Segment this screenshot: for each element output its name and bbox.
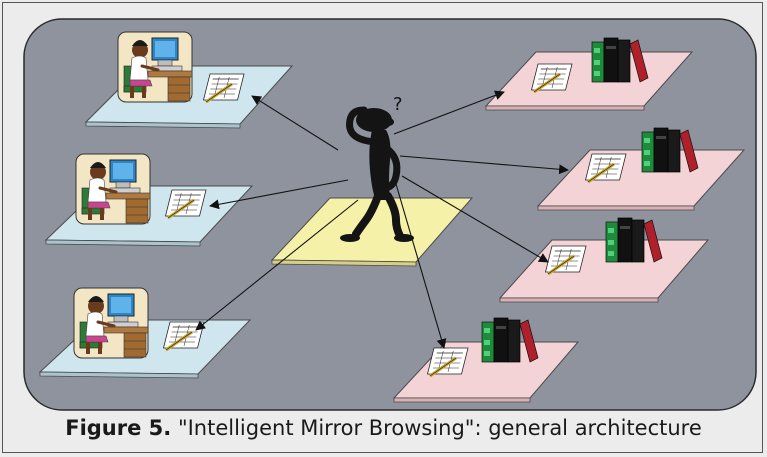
mirror-server-4: [392, 317, 580, 403]
connection-arrows: [195, 90, 569, 349]
mirror-server-2: [536, 127, 746, 211]
arrow-to-server-4: [395, 183, 447, 349]
figure-caption-label: Figure 5.: [65, 416, 172, 440]
figure-caption: Figure 5. "Intelligent Mirror Browsing":…: [0, 416, 767, 440]
arrow-to-server-2: [399, 155, 569, 175]
arrow-to-server-3: [401, 175, 549, 263]
arrow-to-client-3: [195, 199, 359, 331]
client-workstation-2: [44, 152, 254, 247]
arrow-to-client-1: [251, 95, 339, 151]
arrow-to-server-1: [393, 90, 505, 135]
client-workstation-3: [38, 286, 252, 379]
thinking-figure: [340, 106, 414, 242]
question-mark: ?: [393, 94, 403, 115]
mirror-server-3: [498, 217, 710, 303]
central-platform: [270, 197, 474, 267]
client-workstation-1: [84, 30, 294, 129]
figure-caption-text: "Intelligent Mirror Browsing": general a…: [177, 416, 702, 440]
arrow-to-client-2: [209, 179, 349, 210]
mirror-server-1: [484, 37, 694, 111]
